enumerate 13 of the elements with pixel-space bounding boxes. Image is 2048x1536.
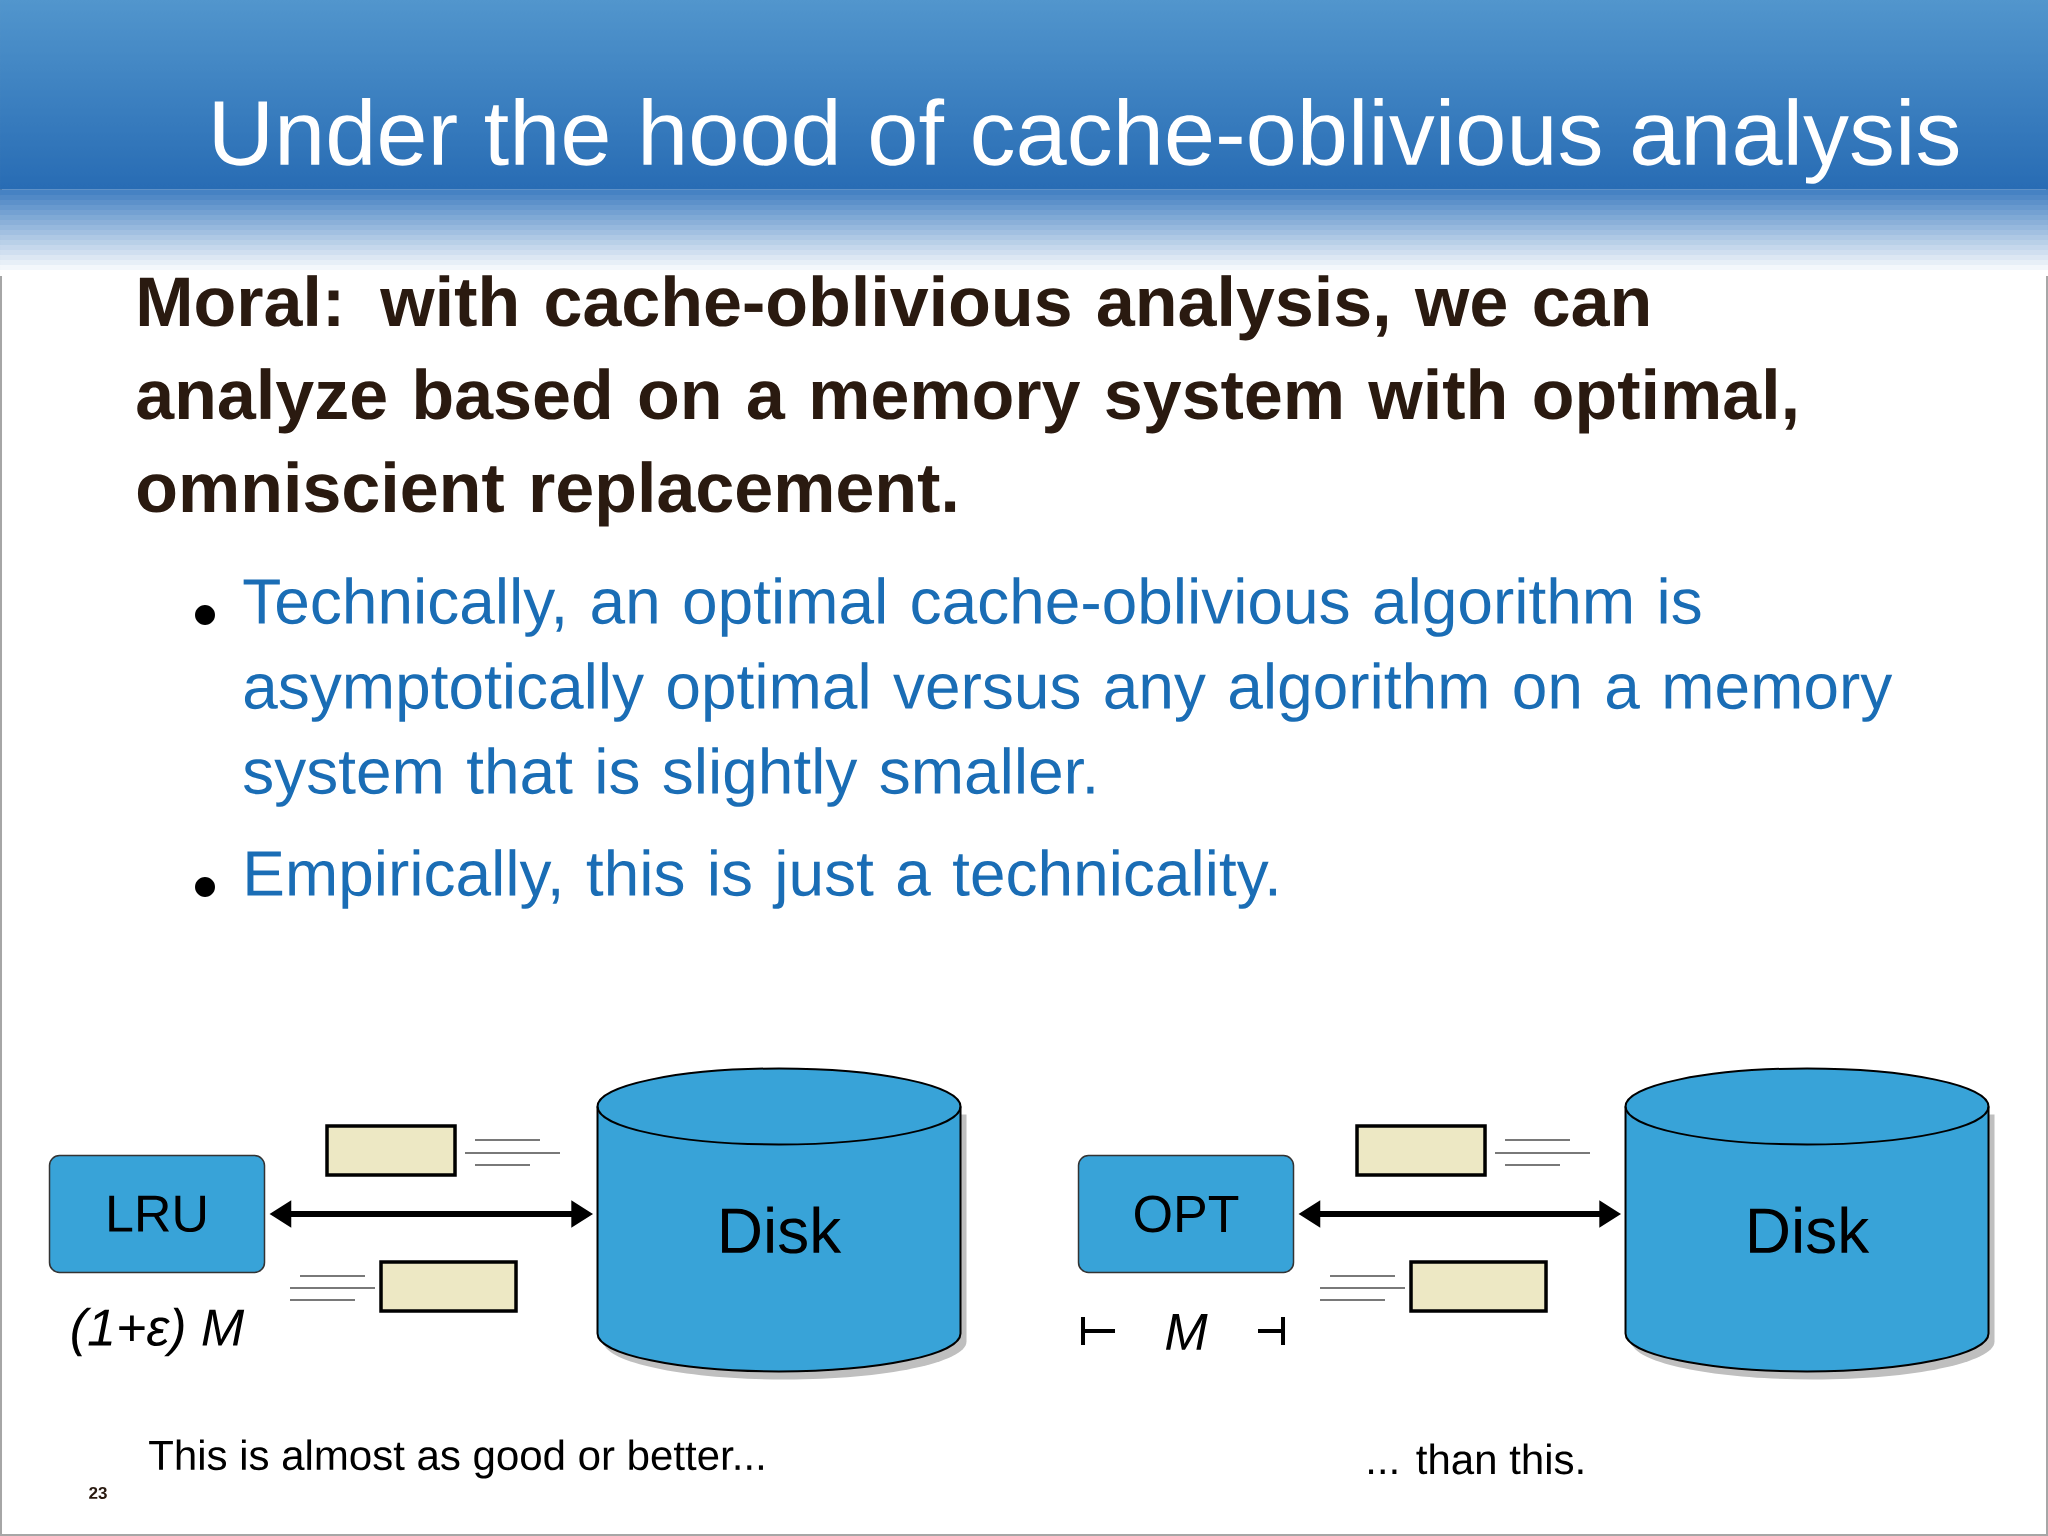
size-label: M	[1165, 1314, 1208, 1350]
slide-title: Under the hood of cache-oblivious analysis	[214, 98, 1959, 184]
cache-box: LRU	[48, 1154, 266, 1274]
caption: This is almost as good or better...	[149, 1439, 763, 1479]
cache-box: OPT	[1077, 1154, 1295, 1274]
page-number: 23	[89, 1486, 107, 1499]
bullet-text: Empirically, this is just a technicality.	[247, 849, 1276, 909]
caption: ... than this.	[1369, 1443, 1583, 1475]
moral-statement: Moral: with cache-oblivious analysis, we can analyze based on a memory system with optimal, omniscient replacement.	[137, 275, 1796, 527]
bullet-text: Technically, an optimal cache-oblivious algorithm is asymptotically optimal versus any algorithm on a memory system that is slightly smaller.	[243, 577, 1893, 807]
disk-cylinder: Disk	[596, 1067, 967, 1380]
disk-cylinder: Disk	[1624, 1067, 1995, 1380]
size-label: (1+ε) M	[72, 1307, 245, 1357]
